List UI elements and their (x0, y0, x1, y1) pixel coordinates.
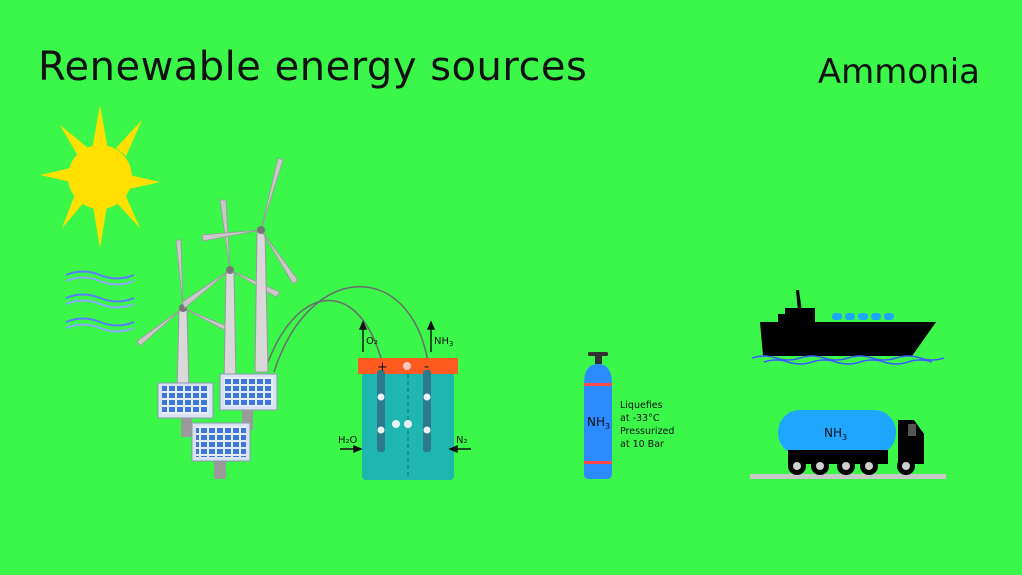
truck-tank-label: NH (824, 426, 842, 440)
electrolyzer-icon (358, 358, 458, 480)
arrow-up-icon (426, 320, 436, 352)
truck-tank-label-subscript: 3 (842, 433, 847, 442)
page-title: Renewable energy sources (38, 44, 588, 90)
nitrogen-input-label: N₂ (456, 435, 468, 446)
cylinder-note: Liquefies (620, 400, 663, 411)
svg-text:NH3: NH3 (587, 415, 610, 431)
ammonia-output-label: NH (434, 336, 449, 347)
sea-waves-icon (751, 355, 945, 365)
sun-icon (40, 105, 160, 248)
power-wires (267, 286, 429, 373)
water-input-label: H₂O (338, 435, 358, 446)
wind-waves-icon (65, 270, 135, 333)
anode-plus-label: + (377, 360, 388, 375)
ammonia-output-subscript: 3 (449, 340, 453, 348)
cathode-minus-label: - (424, 359, 429, 375)
wind-turbine-icon (201, 157, 299, 373)
solar-panel-icon (191, 422, 251, 479)
cylinder-note: at 10 Bar (620, 439, 664, 450)
arrow-up-icon (358, 320, 368, 352)
cylinder-note: Pressurized (620, 426, 674, 437)
page-subtitle: Ammonia (817, 52, 980, 92)
cylinder-label-subscript: 3 (605, 422, 610, 431)
solar-panel-icon (219, 373, 278, 430)
wind-turbine-icon (181, 199, 281, 386)
svg-text:NH3: NH3 (824, 426, 847, 442)
svg-text:NH3: NH3 (434, 336, 453, 348)
wind-turbine-icon (136, 239, 237, 393)
cylinder-label: NH (587, 415, 605, 429)
arrow-left-icon (448, 444, 471, 454)
ship-icon (760, 290, 936, 356)
arrow-right-icon (340, 444, 363, 454)
gas-cylinder-icon (584, 352, 612, 479)
cylinder-note: at -33°C (620, 413, 660, 424)
solar-panel-icon (157, 382, 214, 437)
oxygen-output-label: O₂ (366, 336, 378, 347)
tanker-truck-icon (750, 410, 946, 479)
